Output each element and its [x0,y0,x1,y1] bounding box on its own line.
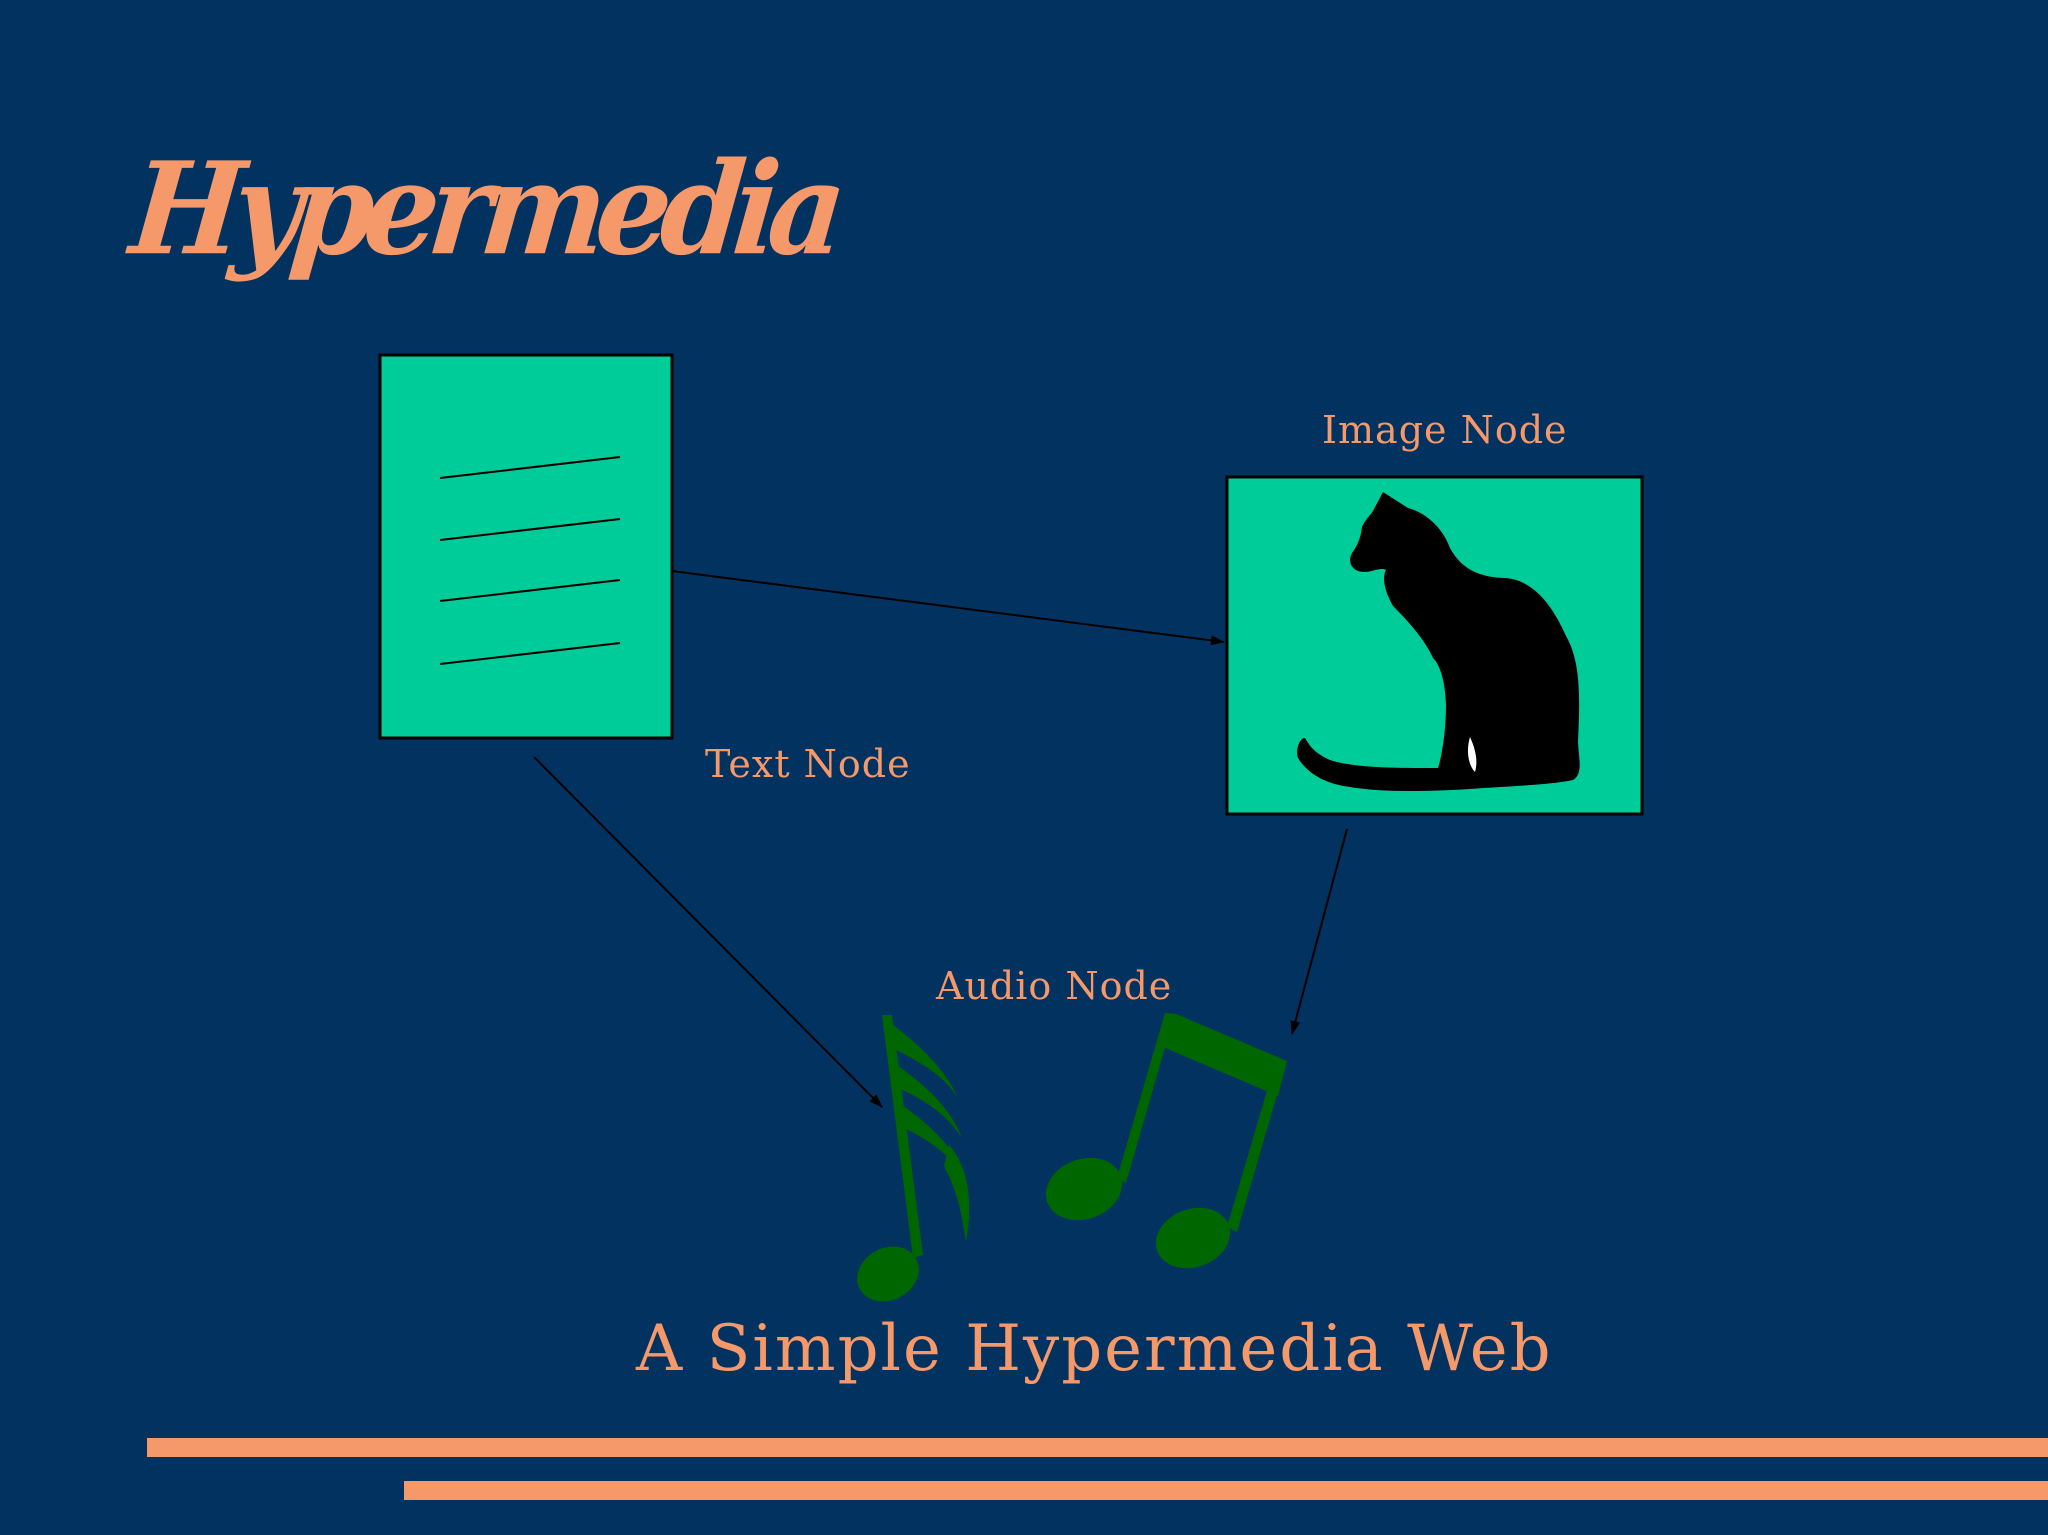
text-node-label: Text Node [705,742,911,786]
text-to-image-link [671,570,1225,646]
text-node-box[interactable] [378,353,674,740]
link-arrows [533,570,1348,1108]
decorative-bar-top [147,1438,2048,1457]
decorative-bar-bottom [404,1481,2048,1500]
image-node-label: Image Node [1322,408,1568,452]
image-node-box[interactable] [1225,475,1644,816]
image-to-audio-link [1290,828,1348,1035]
text-to-audio-link [533,756,883,1108]
cat-silhouette-icon [1297,492,1580,792]
audio-node-label: Audio Node [936,964,1173,1008]
slide-caption: A Simple Hypermedia Web [636,1312,1553,1386]
sixteenth-note-icon [857,1015,970,1302]
eighth-notes-icon [1045,1013,1287,1269]
document-lines-icon [439,456,621,665]
